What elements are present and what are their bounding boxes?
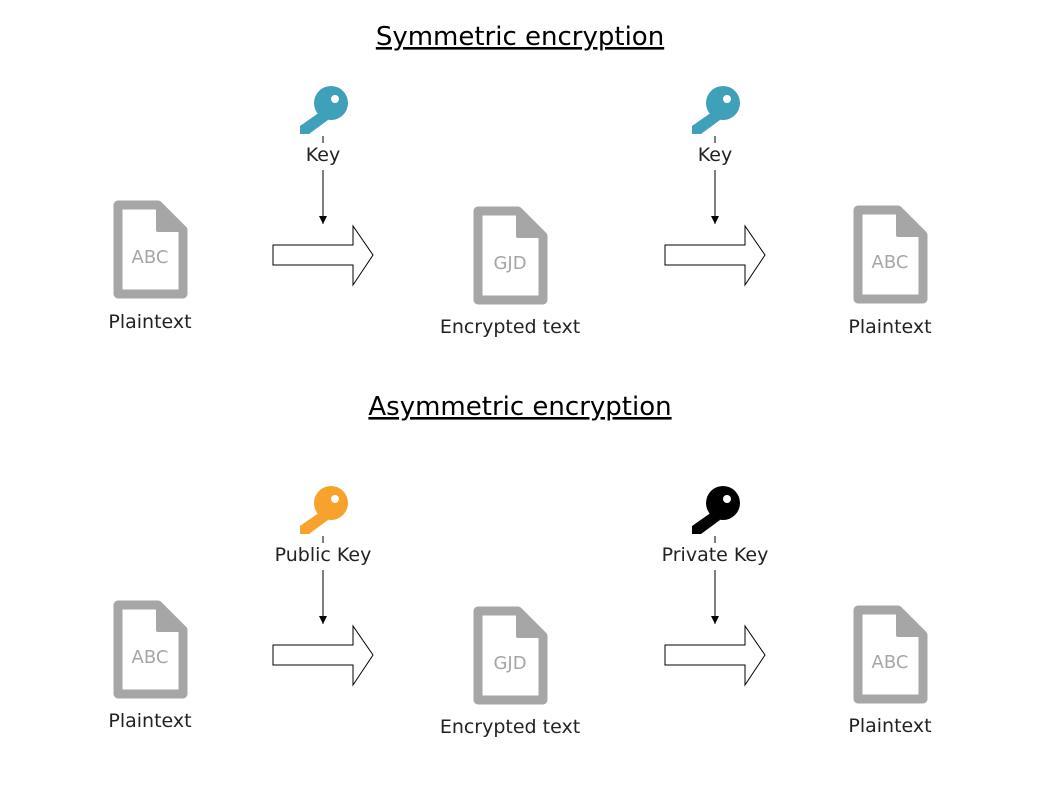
document-icon <box>473 606 548 705</box>
document-label: Plaintext <box>848 316 931 338</box>
document-fold <box>516 209 545 238</box>
key-label: Key <box>698 144 732 166</box>
document-label: Plaintext <box>108 311 191 333</box>
document-label: Plaintext <box>848 715 931 737</box>
flow-arrow <box>664 224 766 287</box>
key-label: Private Key <box>662 544 769 566</box>
encrypted-document: GJD Encrypted text <box>440 206 580 338</box>
document-text: ABC <box>872 252 909 273</box>
asymmetric-section: Asymmetric encryption ABC Plaintext GJD … <box>108 392 931 738</box>
flow-arrow <box>272 624 374 687</box>
document-text: GJD <box>493 653 526 674</box>
key-label: Key <box>306 144 340 166</box>
key-icon <box>692 86 740 134</box>
key-icon <box>300 486 348 534</box>
plaintext-document: ABC Plaintext <box>848 605 932 737</box>
key-label: Public Key <box>275 544 372 566</box>
document-icon <box>113 600 188 699</box>
document-label: Plaintext <box>108 710 191 732</box>
document-text: ABC <box>132 247 169 268</box>
document-fold <box>156 603 185 632</box>
section-title-symmetric: Symmetric encryption <box>376 22 664 52</box>
public-key-group: Public Key <box>275 486 372 624</box>
key-group: Key <box>692 86 740 224</box>
plaintext-document: ABC Plaintext <box>108 600 192 732</box>
symmetric-section: Symmetric encryption ABC Plaintext GJD E… <box>108 22 931 338</box>
document-fold <box>896 208 925 237</box>
document-icon <box>853 205 928 304</box>
document-icon <box>853 605 928 704</box>
document-fold <box>516 609 545 638</box>
document-text: GJD <box>493 253 526 274</box>
document-label: Encrypted text <box>440 316 580 338</box>
plaintext-document: ABC Plaintext <box>108 200 192 333</box>
document-text: ABC <box>872 652 909 673</box>
document-fold <box>896 608 925 637</box>
document-text: ABC <box>132 647 169 668</box>
private-key-group: Private Key <box>662 486 769 624</box>
section-title-asymmetric: Asymmetric encryption <box>368 392 671 422</box>
document-icon <box>473 206 548 305</box>
key-icon <box>300 86 348 134</box>
document-fold <box>156 203 185 232</box>
document-label: Encrypted text <box>440 716 580 738</box>
plaintext-document: ABC Plaintext <box>848 205 932 338</box>
encrypted-document: GJD Encrypted text <box>440 606 580 738</box>
key-group: Key <box>300 86 348 224</box>
flow-arrow <box>664 624 766 687</box>
document-icon <box>113 200 188 299</box>
flow-arrow <box>272 224 374 287</box>
key-icon <box>692 486 740 534</box>
